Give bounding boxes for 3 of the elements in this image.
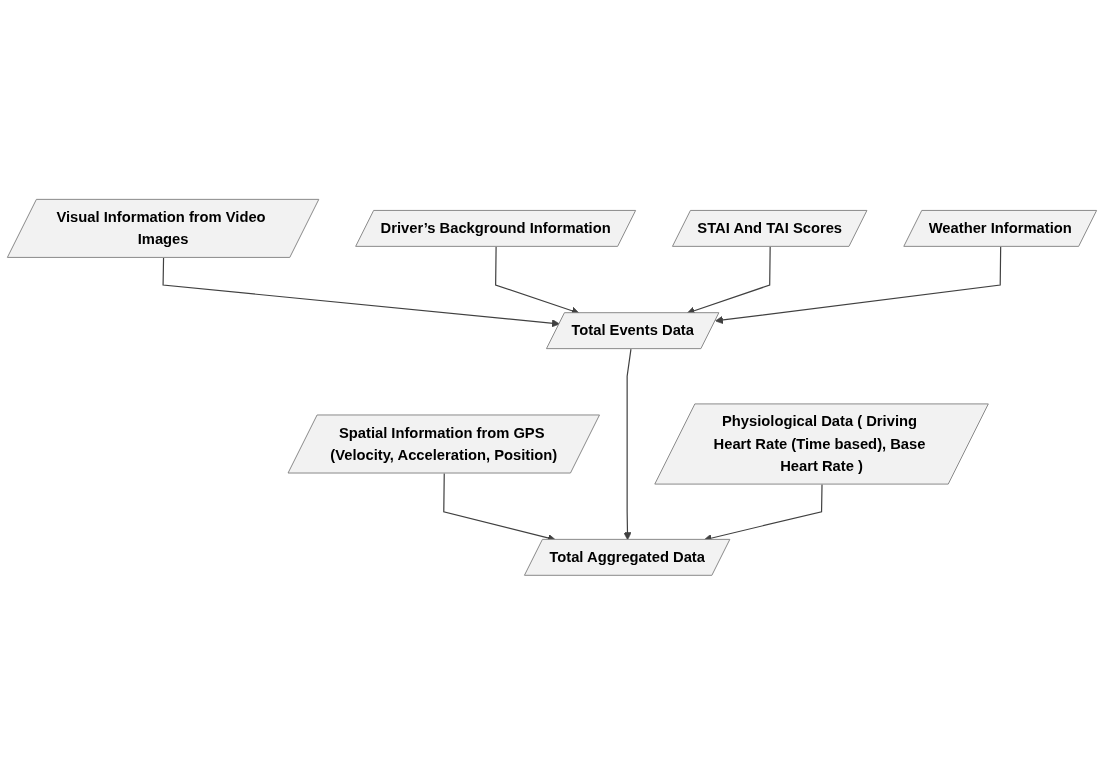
arrow [715,245,1002,324]
arrow [623,348,632,540]
arrow [162,256,560,327]
